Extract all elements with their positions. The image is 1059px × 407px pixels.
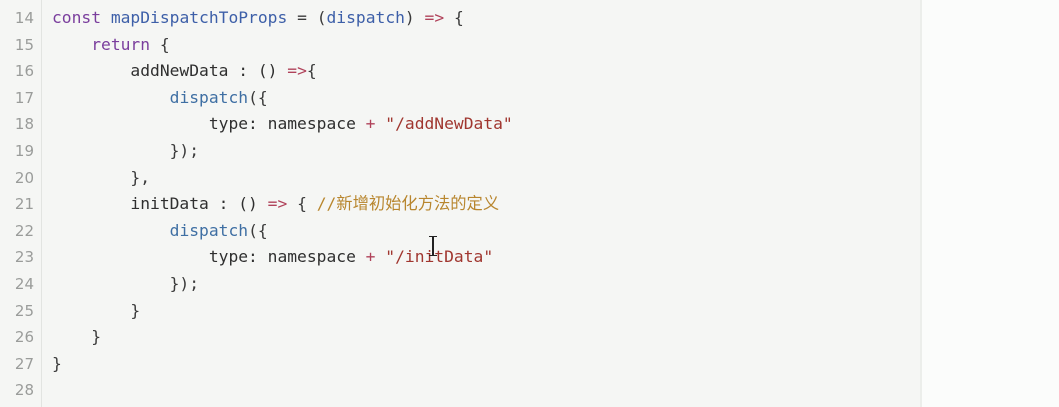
code-line[interactable]: 15 return {: [0, 32, 920, 59]
code-token: dispatch: [169, 220, 249, 240]
code-text: }: [52, 324, 101, 351]
code-text: }: [52, 351, 62, 378]
code-token: dispatch: [326, 8, 405, 27]
code-token: }: [52, 353, 62, 373]
code-token: {: [287, 194, 317, 214]
code-keyword: return: [91, 34, 151, 54]
code-token: =>: [424, 8, 445, 27]
code-token: [375, 247, 385, 266]
code-text: },: [52, 165, 150, 192]
code-token: initData : (): [52, 194, 268, 214]
code-text: type: namespace + "/addNewData": [52, 111, 513, 138]
code-line[interactable]: 20 },: [0, 165, 920, 192]
code-keyword: const: [52, 8, 102, 27]
line-number: 14: [14, 9, 34, 27]
code-token: },: [52, 167, 151, 187]
line-number: 16: [14, 62, 34, 81]
code-string: "/addNewData": [385, 114, 513, 134]
code-token: = (: [287, 8, 327, 27]
line-number-gutter: [0, 0, 42, 407]
code-token: ({: [248, 220, 268, 240]
line-number: 25: [14, 301, 34, 320]
code-comment: //新增初始化方法的定义: [316, 194, 500, 214]
code-token: });: [52, 140, 200, 160]
code-token: [375, 114, 385, 133]
code-token: mapDispatchToProps: [110, 8, 288, 27]
code-token: [52, 35, 91, 54]
code-string: "/initData": [385, 247, 494, 267]
line-number: 19: [14, 141, 34, 160]
line-number: 17: [14, 88, 34, 107]
code-token: type: namespace: [52, 114, 366, 134]
code-line[interactable]: 16 addNewData : () =>{: [0, 58, 920, 85]
line-number: 15: [14, 35, 34, 54]
line-number: 27: [14, 354, 34, 373]
code-text: dispatch({: [52, 85, 268, 112]
code-text: }: [52, 298, 140, 325]
code-lines[interactable]: 14 const mapDispatchToProps = (dispatch) …: [0, 5, 920, 404]
code-line[interactable]: 25 }: [0, 298, 920, 325]
code-token: {: [306, 61, 317, 81]
code-line[interactable]: 28: [0, 377, 920, 404]
line-number: 26: [14, 328, 34, 347]
code-token: =>: [267, 194, 288, 214]
code-line[interactable]: 21 initData : () => { //新增初始化方法的定义: [0, 191, 920, 218]
code-line[interactable]: 19 });: [0, 138, 920, 165]
code-token: dispatch: [169, 87, 249, 107]
line-number: 18: [14, 115, 34, 134]
code-token: addNewData : (): [52, 61, 288, 81]
code-line[interactable]: 14 const mapDispatchToProps = (dispatch) …: [0, 5, 920, 32]
code-line[interactable]: 27}: [0, 351, 920, 378]
code-token: });: [52, 273, 200, 293]
code-text: const mapDispatchToProps = (dispatch) =>…: [52, 5, 464, 32]
line-number: 28: [14, 381, 34, 400]
line-number: 24: [14, 274, 34, 293]
code-line[interactable]: 23 type: namespace + "/initData": [0, 244, 920, 271]
code-text: });: [52, 138, 199, 165]
line-number: 20: [14, 168, 34, 187]
code-text: addNewData : () =>{: [52, 58, 317, 85]
code-editor[interactable]: 14 const mapDispatchToProps = (dispatch) …: [0, 0, 922, 407]
code-token: ): [404, 8, 425, 27]
code-token: {: [444, 8, 464, 27]
code-token: [52, 221, 170, 240]
code-line[interactable]: 17 dispatch({: [0, 85, 920, 112]
code-token: ({: [248, 87, 268, 107]
code-text: dispatch({: [52, 218, 268, 245]
code-line[interactable]: 24 });: [0, 271, 920, 298]
code-text: type: namespace + "/initData": [52, 244, 493, 271]
code-line[interactable]: 18 type: namespace + "/addNewData": [0, 111, 920, 138]
code-text: initData : () => { //新增初始化方法的定义: [52, 191, 499, 218]
code-token: }: [52, 300, 141, 320]
line-number: 21: [14, 195, 34, 214]
code-line[interactable]: 22 dispatch({: [0, 218, 920, 245]
code-token: =>: [287, 61, 307, 81]
code-token: +: [365, 114, 376, 134]
text-cursor-icon: [428, 236, 438, 256]
code-token: [52, 88, 170, 107]
code-token: +: [365, 247, 376, 267]
code-token: {: [150, 34, 170, 54]
line-number: 22: [14, 221, 34, 240]
code-token: type: namespace: [52, 247, 366, 267]
line-number: 23: [14, 248, 34, 267]
code-token: [101, 8, 111, 27]
code-line[interactable]: 26 }: [0, 324, 920, 351]
code-token: }: [52, 327, 102, 347]
code-text: });: [52, 271, 199, 298]
code-text: return {: [52, 32, 170, 59]
